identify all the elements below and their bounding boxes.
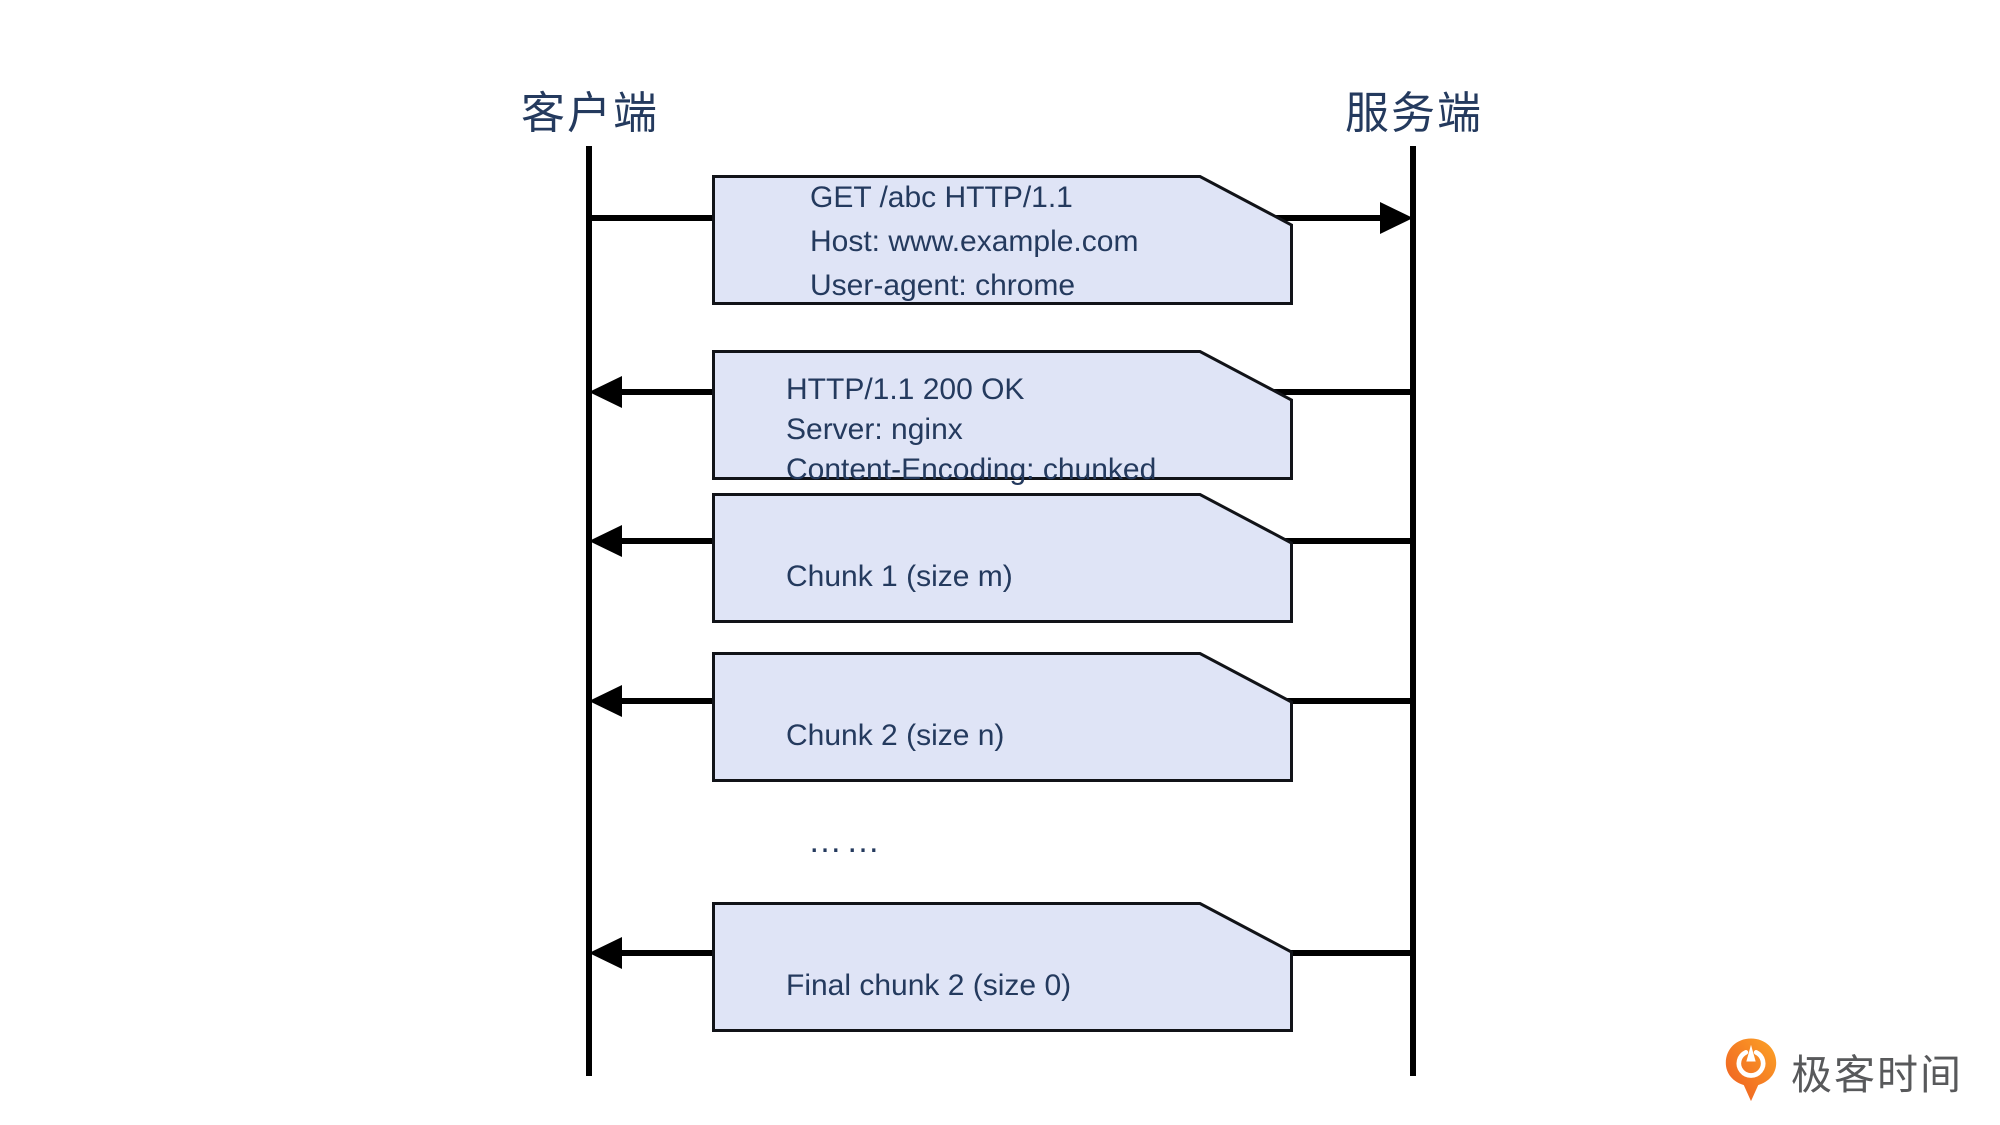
server-lifeline bbox=[1410, 146, 1416, 1076]
message-line: HTTP/1.1 200 OK bbox=[786, 373, 1025, 406]
message-line: Host: www.example.com bbox=[810, 225, 1139, 258]
client-lifeline bbox=[586, 146, 592, 1076]
message-box-chunk-2: Chunk 2 (size n) bbox=[712, 652, 1293, 782]
message-box-final-chunk: Final chunk 2 (size 0) bbox=[712, 902, 1293, 1032]
message-line: Final chunk 2 (size 0) bbox=[786, 969, 1072, 1002]
geektime-pin-icon bbox=[1725, 1038, 1777, 1102]
arrowhead-left-icon bbox=[589, 937, 622, 969]
more-chunks-ellipsis: …… bbox=[808, 822, 884, 860]
message-line: Chunk 2 (size n) bbox=[786, 719, 1005, 752]
geektime-logo-text: 极客时间 bbox=[1791, 1051, 1963, 1098]
message-box-http-request: GET /abc HTTP/1.1 Host: www.example.com … bbox=[712, 175, 1293, 305]
pennant-box-shape bbox=[712, 350, 1293, 480]
message-line: Chunk 1 (size m) bbox=[786, 560, 1013, 593]
pennant-box-shape bbox=[712, 652, 1293, 782]
geektime-logo: 极客时间 bbox=[1724, 1037, 1963, 1104]
client-actor-label: 客户端 bbox=[521, 89, 659, 138]
pennant-box-shape bbox=[712, 175, 1293, 305]
message-line: Server: nginx bbox=[786, 413, 963, 446]
message-line: Content-Encoding: chunked bbox=[786, 453, 1157, 486]
message-box-http-response: HTTP/1.1 200 OK Server: nginx Content-En… bbox=[712, 350, 1293, 486]
server-actor-label: 服务端 bbox=[1345, 89, 1483, 138]
arrowhead-left-icon bbox=[589, 525, 622, 557]
message-box-chunk-1: Chunk 1 (size m) bbox=[712, 493, 1293, 623]
message-line: User-agent: chrome bbox=[810, 269, 1076, 302]
arrowhead-right-icon bbox=[1380, 202, 1413, 234]
message-line: GET /abc HTTP/1.1 bbox=[810, 181, 1073, 214]
arrowhead-left-icon bbox=[589, 685, 622, 717]
pennant-box-shape bbox=[712, 493, 1293, 623]
arrowhead-left-icon bbox=[589, 376, 622, 408]
pennant-box-shape bbox=[712, 902, 1293, 1032]
